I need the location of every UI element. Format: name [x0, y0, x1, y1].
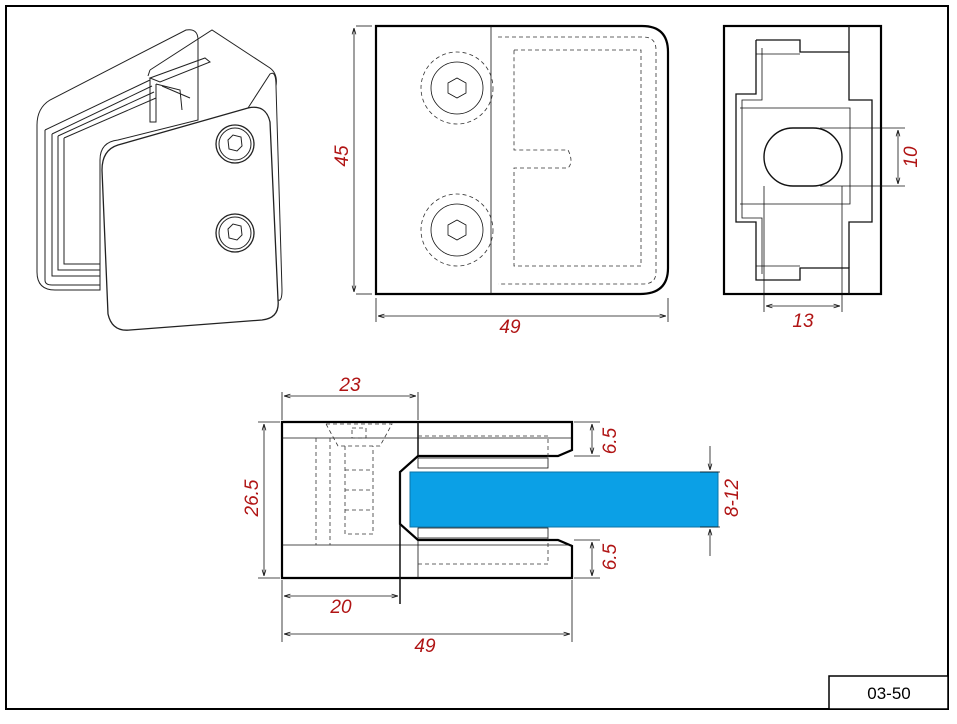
title-block: 03-50 — [828, 675, 949, 710]
section-glass-thickness-dim: 8-12 — [722, 479, 743, 517]
glass-panel — [409, 471, 719, 528]
section-screw — [325, 423, 393, 535]
front-width-dim: 49 — [499, 317, 521, 338]
section-upper-lip-dim: 6.5 — [600, 427, 621, 454]
section-view: 23 26.5 6.5 6.5 8-12 20 49 — [242, 375, 743, 657]
sheet-border — [5, 5, 949, 710]
section-depth-dim: 20 — [329, 597, 352, 618]
front-outline — [374, 24, 670, 296]
side-slot — [763, 127, 843, 187]
side-view: 10 13 — [722, 24, 922, 332]
isometric-view — [36, 29, 283, 331]
side-slot-width-dim: 13 — [792, 311, 814, 332]
section-height-dim: 26.5 — [242, 479, 263, 517]
front-height-dim: 45 — [332, 145, 353, 167]
part-number: 03-50 — [867, 684, 910, 703]
side-slot-height-dim: 10 — [901, 146, 922, 168]
section-overall-length-dim: 49 — [414, 636, 436, 657]
side-outline — [722, 24, 883, 296]
front-view: 45 49 — [332, 24, 670, 338]
front-screw-top — [420, 51, 494, 125]
front-screw-bottom — [420, 193, 494, 267]
section-top-width-dim: 23 — [338, 375, 361, 396]
section-lower-lip-dim: 6.5 — [600, 543, 621, 570]
